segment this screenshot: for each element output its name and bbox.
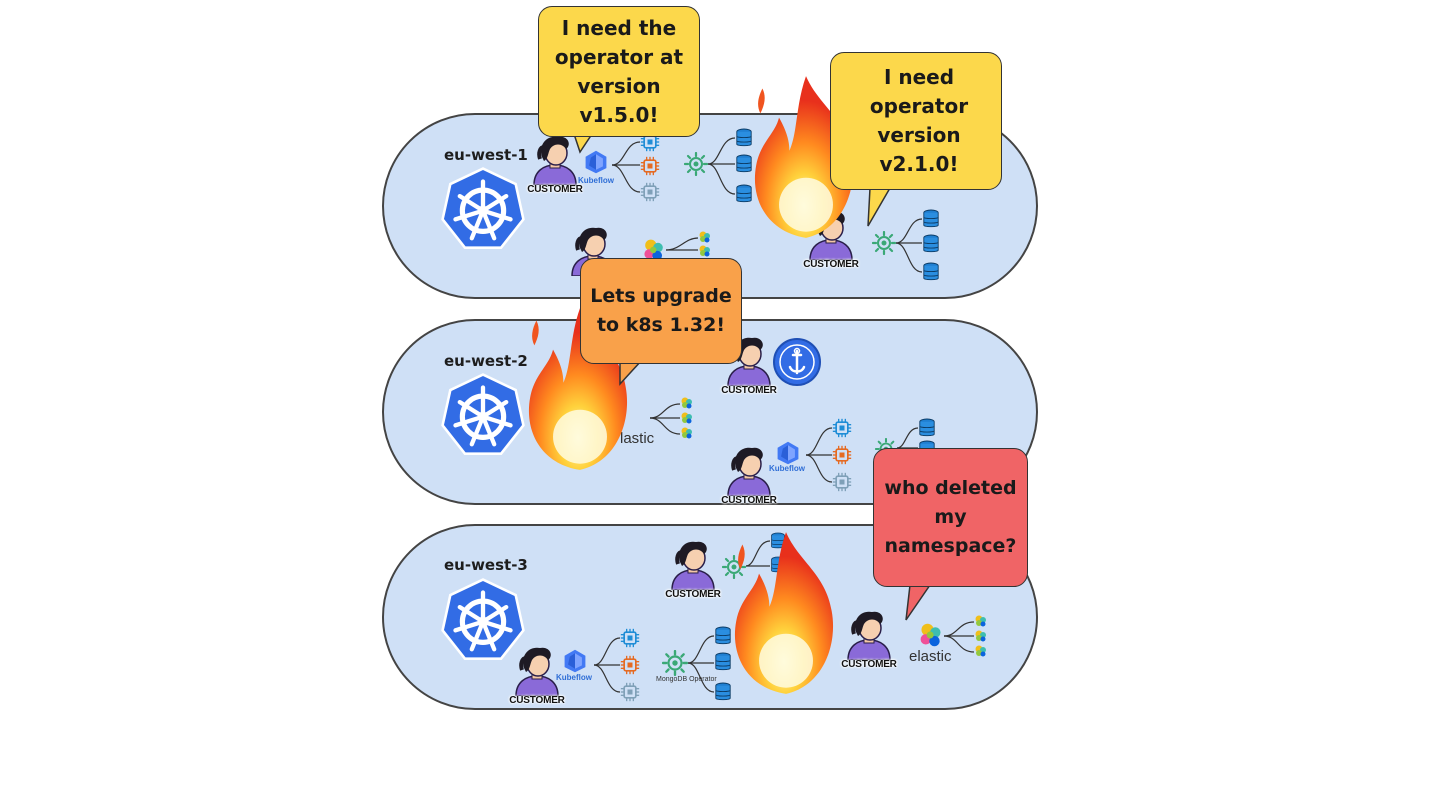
- customer-icon: CUSTOMER: [721, 336, 777, 396]
- speech-bubble-text: who deleted my namespace?: [884, 477, 1017, 557]
- customer-icon: CUSTOMER: [509, 646, 565, 706]
- cluster-label: eu-west-2: [444, 352, 528, 370]
- elastic-label: elastic: [909, 648, 952, 665]
- speech-bubble-text: I need the operator at version v1.5.0!: [554, 15, 684, 127]
- speech-bubble: Lets upgrade to k8s 1.32!: [580, 258, 742, 364]
- customer-label: CUSTOMER: [841, 659, 897, 670]
- cluster-label: eu-west-1: [444, 146, 528, 164]
- cluster-label: eu-west-3: [444, 556, 528, 574]
- customer-icon: CUSTOMER: [665, 540, 721, 600]
- mongodb-operator-label: MongoDB Operator: [656, 676, 717, 683]
- customer-label: CUSTOMER: [509, 695, 565, 706]
- elastic-label: lastic: [620, 430, 655, 447]
- customer-icon: CUSTOMER: [527, 135, 583, 195]
- customer-label: CUSTOMER: [665, 589, 721, 600]
- customer-label: CUSTOMER: [721, 385, 777, 396]
- kubeflow-label: Kubeflow: [556, 673, 592, 682]
- customer-label: CUSTOMER: [803, 259, 859, 270]
- kubeflow-label: Kubeflow: [769, 464, 805, 473]
- customer-label: CUSTOMER: [527, 184, 583, 195]
- customer-icon: CUSTOMER: [721, 446, 777, 506]
- speech-bubble: I need the operator at version v1.5.0!: [538, 6, 700, 137]
- kubeflow-label: Kubeflow: [578, 176, 614, 185]
- speech-bubble-text: Lets upgrade to k8s 1.32!: [590, 285, 732, 336]
- customer-label: CUSTOMER: [721, 495, 777, 506]
- customer-icon: CUSTOMER: [803, 210, 859, 270]
- speech-bubble: who deleted my namespace?: [873, 448, 1028, 587]
- speech-bubble: I need operator version v2.1.0!: [830, 52, 1002, 190]
- speech-bubble-text: I need operator version v2.1.0!: [869, 65, 969, 176]
- customer-icon: CUSTOMER: [841, 610, 897, 670]
